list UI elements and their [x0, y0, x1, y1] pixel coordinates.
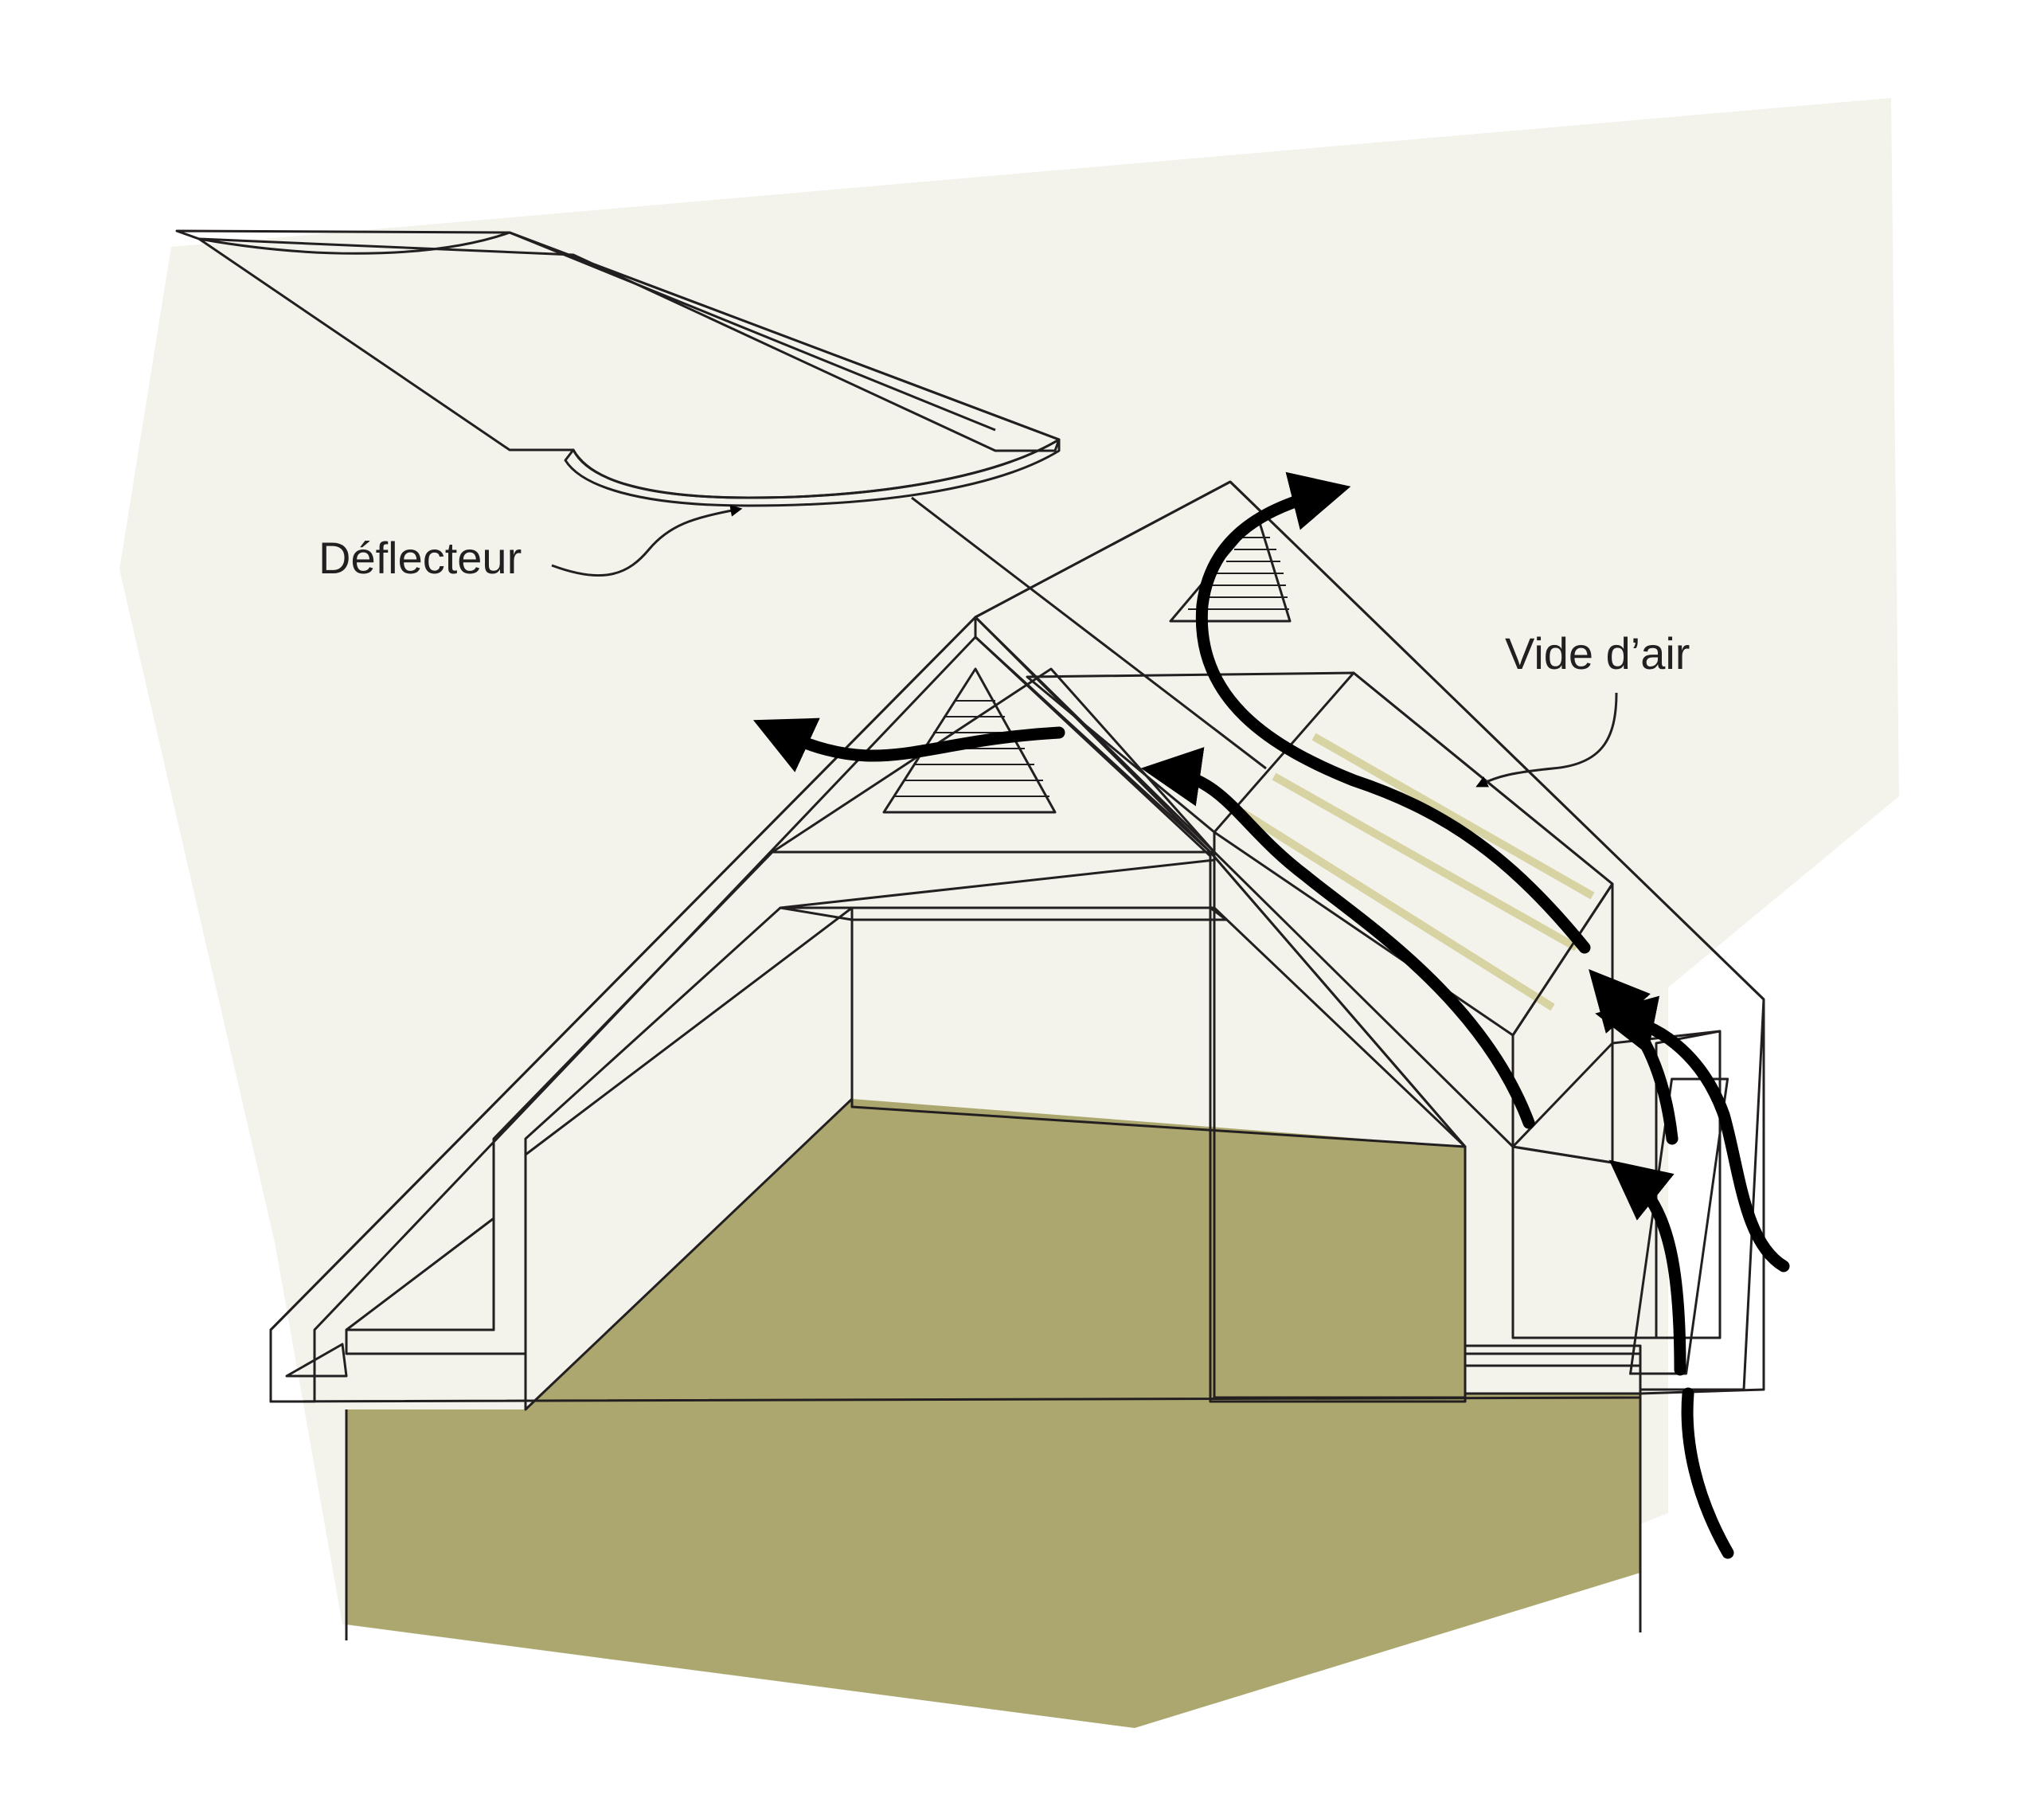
- airflow-arrow: [752, 471, 1790, 1559]
- right-knee-front: [1655, 1030, 1722, 1339]
- svg-text:Déflecteur: Déflecteur: [319, 533, 522, 583]
- baffle-stripes: [1240, 733, 1595, 1011]
- deflector-panel: [175, 229, 1061, 507]
- ridge-line: [975, 480, 1231, 619]
- roof-profile: [269, 616, 1642, 1403]
- soffit-vent-icon: [285, 1343, 348, 1378]
- label-air-gap: Vide d’air: [1475, 628, 1690, 788]
- left-knee-top: [345, 1217, 495, 1331]
- deflector-leader-line: [911, 496, 1267, 770]
- svg-text:Vide d’air: Vide d’air: [1505, 628, 1690, 678]
- back-wall-top: [779, 906, 1228, 921]
- label-deflector: Déflecteur: [319, 504, 743, 583]
- ceiling-insulation: [346, 1099, 1640, 1728]
